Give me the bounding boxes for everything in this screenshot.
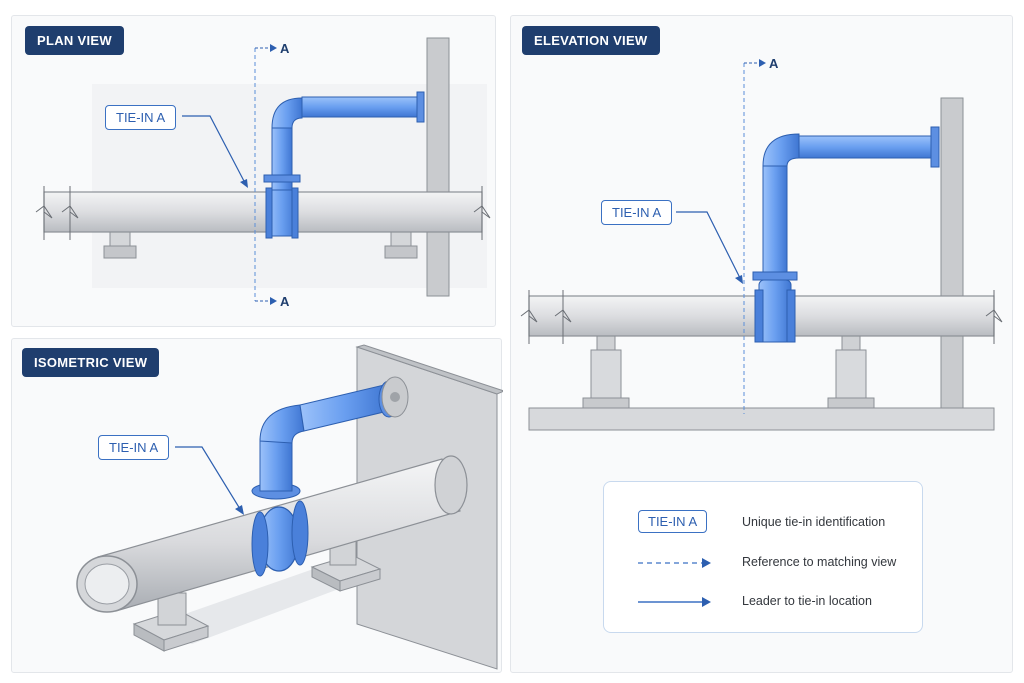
plan-view-panel: PLAN VIEW TIE-IN A A A [11, 15, 496, 327]
legend-text-leader: Leader to tie-in location [742, 594, 872, 608]
elevation-leader-arrowhead [735, 275, 743, 284]
plan-main-pipe [43, 191, 483, 233]
isometric-tie-in-label: TIE-IN A [98, 435, 170, 460]
elevation-view-drawing [520, 59, 1003, 431]
plan-support-right [384, 227, 418, 259]
isometric-leader-line [175, 446, 241, 510]
legend-row-identification: TIE-IN A Unique tie-in identification [604, 510, 922, 536]
plan-view-drawing [35, 37, 491, 305]
legend-row-leader: Leader to tie-in location [604, 589, 922, 615]
plan-section-label-bottom: A [280, 294, 290, 309]
legend-text-reference: Reference to matching view [742, 555, 897, 569]
plan-leader-arrowhead [240, 179, 248, 188]
plan-tie-in-branch [263, 91, 425, 239]
legend-row-reference: Reference to matching view [604, 550, 922, 576]
plan-break-marks [35, 186, 491, 240]
elevation-section-arrow-top [759, 59, 766, 67]
elevation-support-left [582, 335, 630, 409]
plan-wall [426, 37, 450, 297]
elevation-base-slab [528, 407, 995, 431]
solid-arrow-icon [638, 597, 711, 607]
elevation-tie-in-branch [752, 126, 940, 343]
elevation-break-marks [520, 290, 1003, 344]
elevation-wall [940, 97, 964, 409]
plan-section-label-top: A [280, 41, 290, 56]
isometric-view-panel: ISOMETRIC VIEW TIE-IN A [11, 338, 503, 673]
plan-section-arrow-bottom [270, 297, 277, 305]
elevation-leader-line [676, 211, 741, 279]
isometric-view-tag: ISOMETRIC VIEW [22, 348, 160, 377]
elevation-view-tag: ELEVATION VIEW [522, 26, 660, 55]
dashed-arrow-icon [638, 558, 711, 568]
elevation-support-right [827, 335, 875, 409]
isometric-wall-flange [434, 455, 468, 515]
isometric-view-drawing [76, 344, 503, 670]
isometric-leader-arrowhead [235, 505, 244, 515]
plan-tie-in-label: TIE-IN A [105, 105, 177, 130]
isometric-tie-in-branch [251, 376, 409, 577]
plan-leader-line [182, 115, 246, 184]
isometric-support-left [132, 592, 210, 652]
elevation-tie-in-label: TIE-IN A [601, 200, 673, 225]
tie-in-label-box: TIE-IN A [638, 510, 708, 533]
plan-section-arrow-top [270, 44, 277, 52]
plan-view-tag: PLAN VIEW [25, 26, 124, 55]
legend-box: TIE-IN A Unique tie-in identification Re… [603, 481, 923, 633]
elevation-section-label-top: A [769, 56, 779, 71]
legend-text-identification: Unique tie-in identification [742, 515, 886, 529]
